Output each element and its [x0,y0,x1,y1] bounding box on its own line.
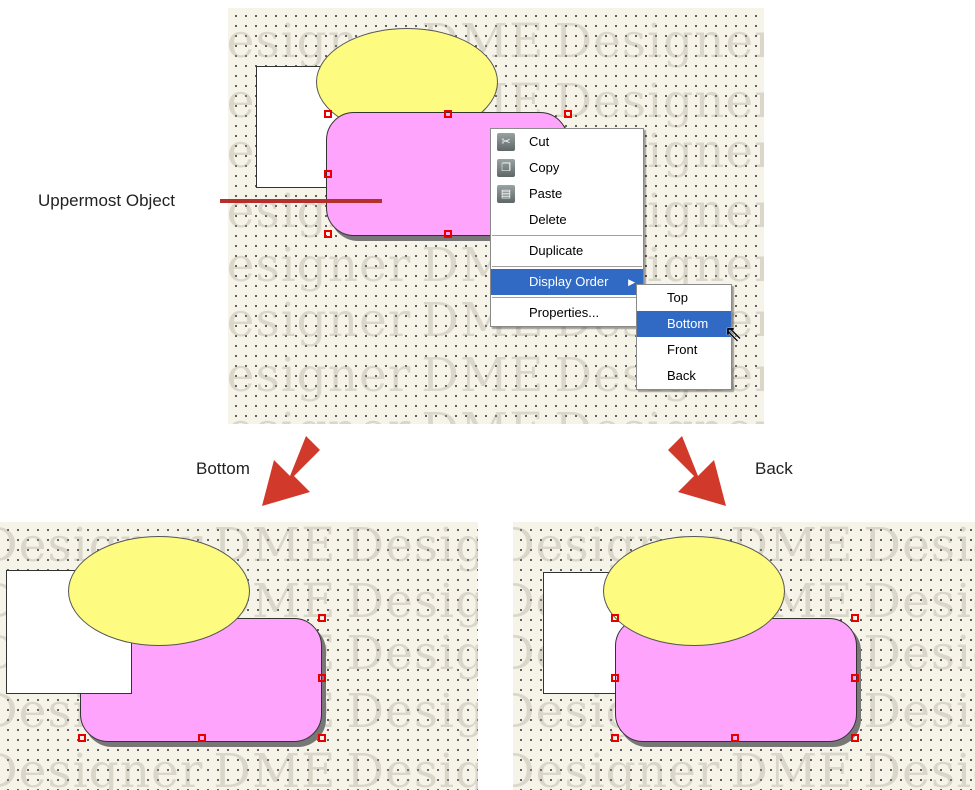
context-menu: ✂ Cut ❐ Copy ▤ Paste Delete Duplicate Di… [490,128,644,327]
selection-handle[interactable] [851,674,859,682]
yellow-ellipse[interactable] [603,536,785,646]
scissors-icon: ✂ [497,133,515,151]
arrow-down-icon [262,436,320,506]
back-caption: Back [755,459,793,478]
menu-item-display-order[interactable]: Display Order ▶ [491,269,643,295]
selection-handle[interactable] [198,734,206,742]
selection-handle[interactable] [564,110,572,118]
submenu-item-front[interactable]: Front [667,342,698,357]
menu-separator [492,235,642,236]
display-order-submenu: Top Bottom Front Back [636,284,732,390]
menu-item-paste[interactable]: ▤ Paste [491,181,643,207]
mouse-pointer-icon: ⇖ [724,322,743,347]
selection-handle[interactable] [318,734,326,742]
copy-icon: ❐ [497,159,515,177]
selection-handle[interactable] [731,734,739,742]
selection-handle[interactable] [444,110,452,118]
selection-handle[interactable] [851,734,859,742]
triangle-right-icon: ▶ [628,277,635,287]
pointer-line [220,199,382,203]
selection-handle[interactable] [611,674,619,682]
canvas-back-result[interactable]: DesignerDMEDesignerDME DesignerDMEDesign… [513,522,975,790]
bottom-caption: Bottom [196,459,250,478]
menu-item-copy[interactable]: ❐ Copy [491,155,643,181]
selection-handle[interactable] [324,110,332,118]
selection-handle[interactable] [444,230,452,238]
paste-icon: ▤ [497,185,515,203]
submenu-item-bottom[interactable]: Bottom [637,311,731,337]
selection-handle[interactable] [611,614,619,622]
uppermost-object-label: Uppermost Object [38,191,175,210]
canvas-original[interactable]: DesignerDMEDesignerDME DesignerDMEDesign… [228,8,764,424]
selection-handle[interactable] [78,734,86,742]
submenu-item-top[interactable]: Top [667,290,688,305]
menu-item-properties[interactable]: Properties... [529,305,600,320]
menu-separator [492,297,642,298]
canvas-bottom-result[interactable]: DesignerDMEDesignerDME DesignerDMEDesign… [0,522,478,790]
selection-handle[interactable] [324,170,332,178]
arrow-down-icon [668,436,726,506]
menu-item-duplicate[interactable]: Duplicate [529,243,584,258]
menu-separator [492,266,642,267]
submenu-item-back[interactable]: Back [667,368,696,383]
selection-handle[interactable] [318,614,326,622]
selection-handle[interactable] [318,674,326,682]
menu-item-cut[interactable]: ✂ Cut [491,129,643,155]
menu-item-delete[interactable]: Delete [529,212,567,227]
yellow-ellipse[interactable] [68,536,250,646]
selection-handle[interactable] [851,614,859,622]
selection-handle[interactable] [324,230,332,238]
selection-handle[interactable] [611,734,619,742]
